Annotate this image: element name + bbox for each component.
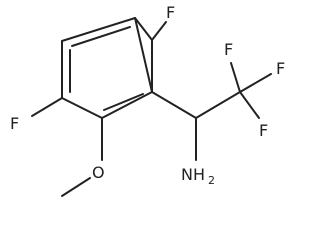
bond-ring-top-right <box>134 17 153 93</box>
double-bond-inner-bottom-right <box>103 93 144 111</box>
atom-nitrogen: NH <box>181 165 205 184</box>
bond-ring-bottom-right <box>101 91 153 119</box>
bond-c-f-top <box>151 21 167 41</box>
bond-ring-upper-right <box>134 17 153 41</box>
atom-f-left: F <box>10 114 19 133</box>
bond-cf3-f-lower <box>239 91 260 119</box>
double-bond-inner-top <box>71 26 131 47</box>
bond-ring-top <box>61 17 136 42</box>
bond-ring-bottom-left <box>61 97 103 119</box>
benzene-ring <box>61 17 153 119</box>
atom-nitrogen-subscript: 2 <box>208 174 215 187</box>
atom-f-cf3-right: F <box>276 59 285 78</box>
bond-c-f-left <box>31 97 63 117</box>
bond-cf3-f-right <box>239 73 272 93</box>
bond-ch-cf3 <box>195 91 241 119</box>
chemical-structure: F F O NH 2 F F F <box>10 3 285 197</box>
atom-f-cf3-lower: F <box>259 121 268 140</box>
atom-f-top: F <box>166 3 175 22</box>
bond-o-methyl <box>61 177 91 197</box>
bond-ring-ch <box>151 91 197 119</box>
atom-f-cf3-top: F <box>224 40 233 59</box>
bond-cf3-f-top <box>230 62 241 93</box>
atom-oxygen: O <box>92 163 105 182</box>
